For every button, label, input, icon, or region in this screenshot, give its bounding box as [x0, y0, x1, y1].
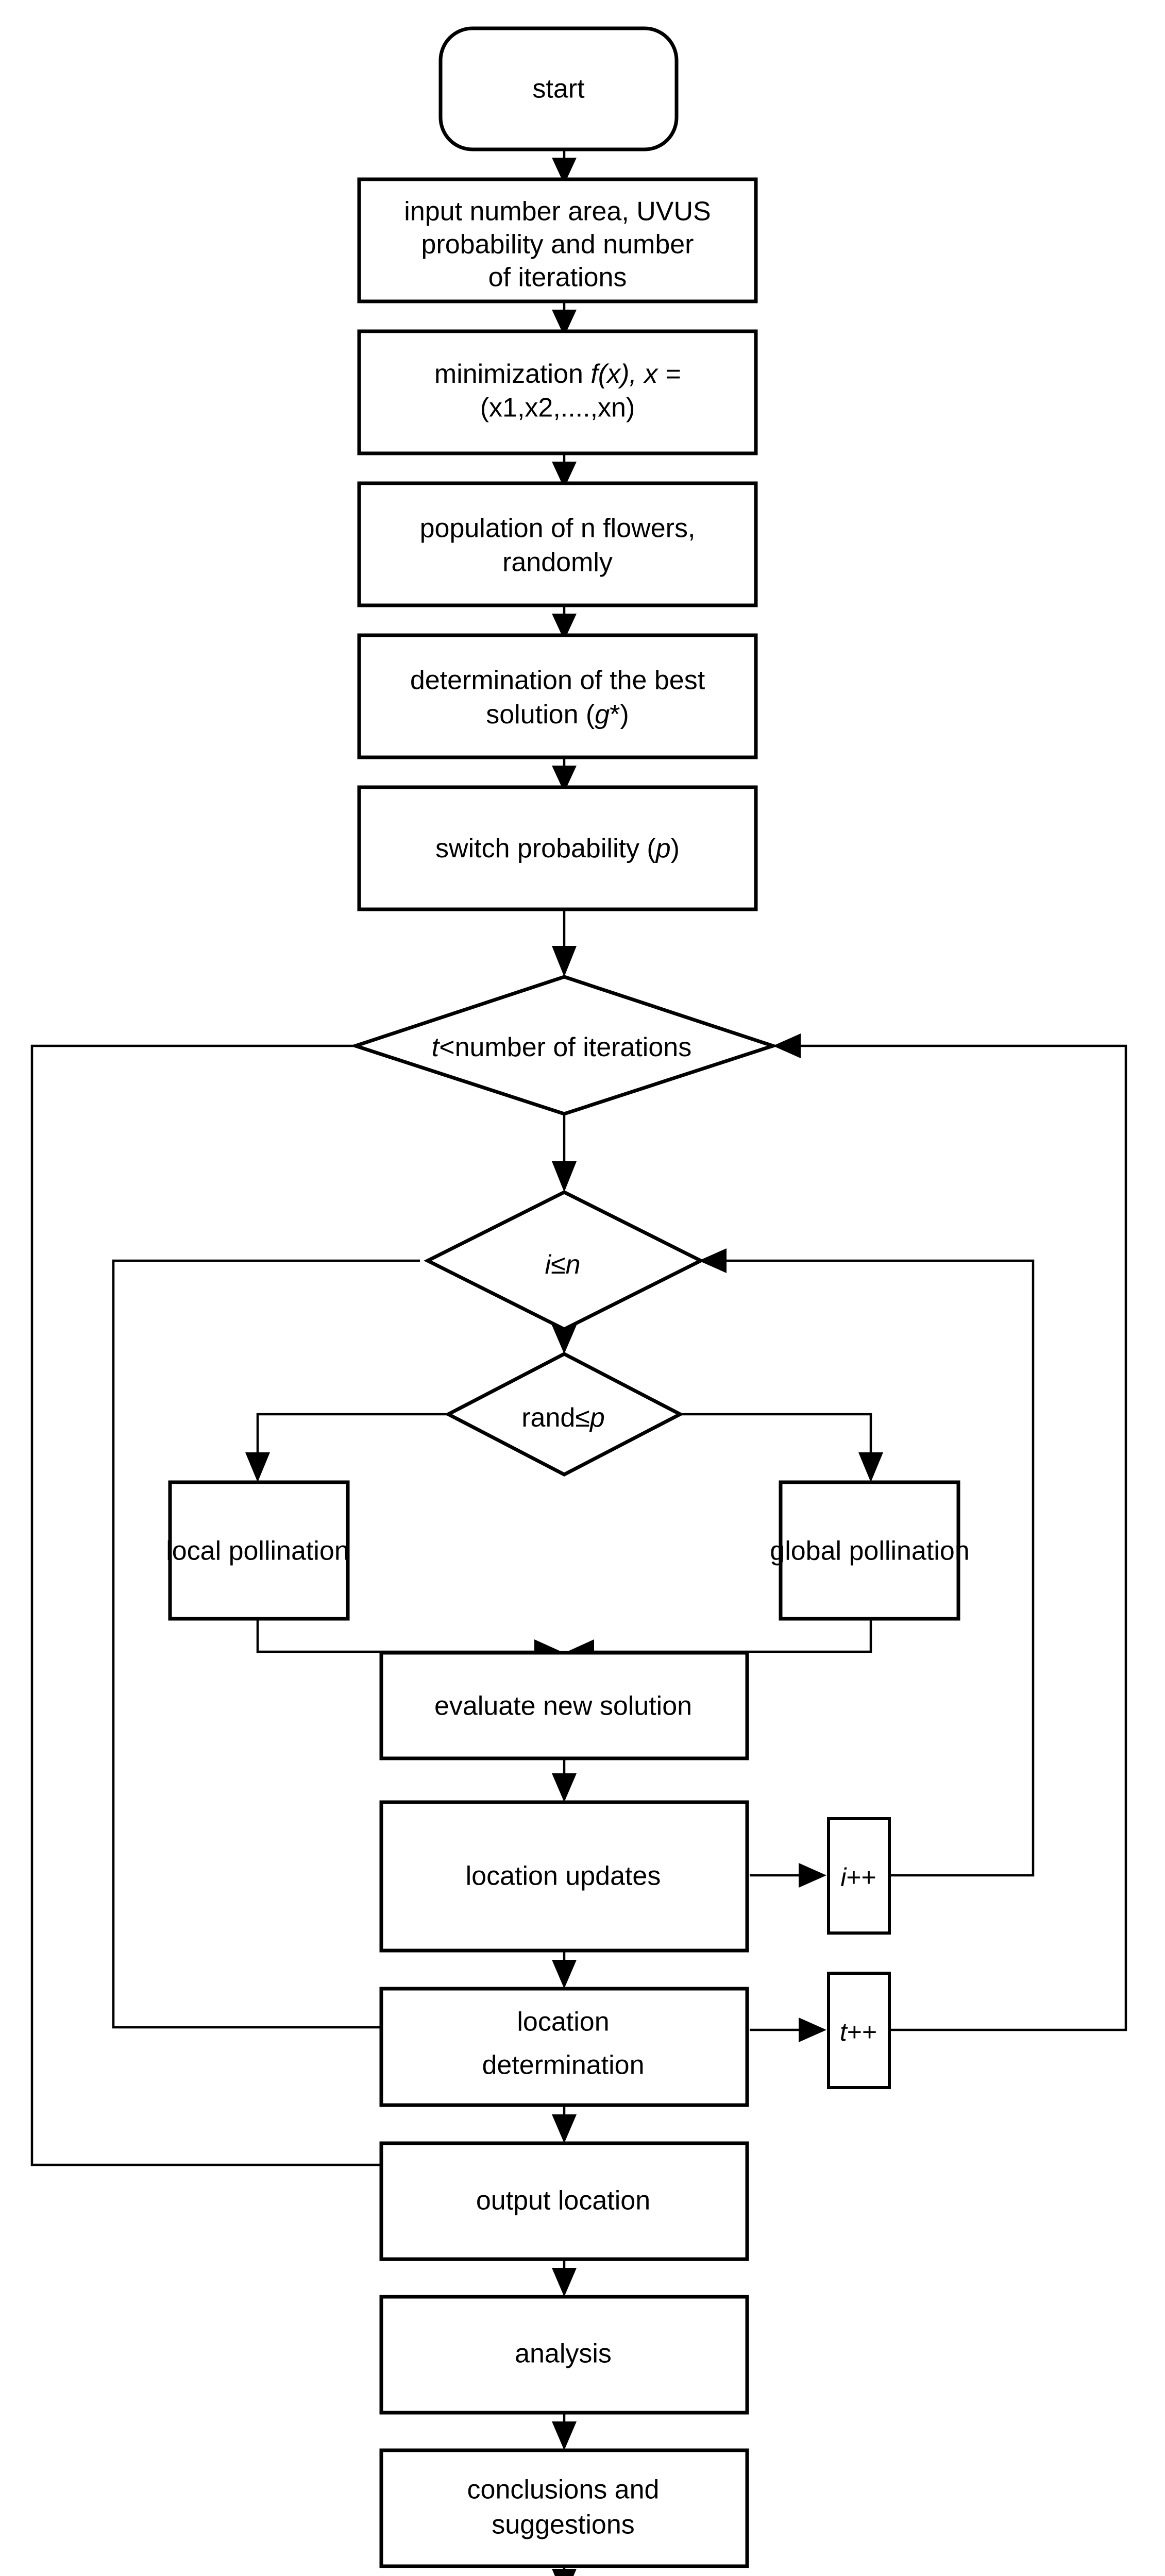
node-population-label-line1: population of n flowers,: [420, 514, 696, 544]
node-iteration-check[interactable]: t<number of iterations: [349, 975, 779, 1116]
rand-check-text-p: p: [589, 1403, 605, 1433]
node-location-determination-label-line2: determination: [482, 2050, 644, 2080]
best-solution-text-italic: g: [595, 700, 610, 730]
node-evaluate[interactable]: evaluate new solution: [379, 1651, 749, 1760]
node-local-pollination-label: local pollination: [166, 1536, 349, 1566]
node-minimization-label-line1: minimization f(x), x =: [434, 359, 681, 389]
edge-switch-probability-to-iteration-check: [552, 909, 577, 977]
rand-check-text-op: ≤: [575, 1403, 590, 1433]
node-input-label-line1: input number area, UVUS: [404, 197, 711, 227]
node-input[interactable]: input number area, UVUS probability and …: [357, 177, 758, 303]
node-rand-check-label: rand≤p: [521, 1403, 605, 1433]
edge-population-to-best-solution: [552, 605, 577, 640]
node-iteration-check-label: t<number of iterations: [432, 1032, 691, 1062]
iteration-check-text-plain: <number of iterations: [439, 1032, 691, 1062]
t-increment-text-op: ++: [847, 2018, 877, 2046]
node-analysis-label: analysis: [515, 2339, 612, 2369]
node-input-label-line3: of iterations: [488, 263, 627, 293]
edge-evaluate-to-location-updates: [552, 1758, 577, 1802]
node-t-increment[interactable]: t++: [827, 1972, 891, 2089]
node-minimization-label-line2: (x1,x2,....,xn): [480, 393, 635, 423]
edge-location-updates-to-location-determination: [552, 1950, 577, 1989]
node-output-location-label: output location: [476, 2186, 650, 2216]
node-i-increment[interactable]: i++: [827, 1817, 891, 1935]
node-input-label-line2: probability and number: [421, 230, 694, 260]
node-population[interactable]: population of n flowers, randomly: [357, 481, 758, 607]
node-global-pollination-label: global pollination: [770, 1536, 969, 1566]
node-switch-probability[interactable]: switch probability (p): [357, 785, 758, 911]
i-increment-text-op: ++: [846, 1863, 876, 1892]
node-local-pollination[interactable]: local pollination: [166, 1480, 350, 1621]
node-best-solution-label-line1: determination of the best: [410, 666, 705, 696]
node-start[interactable]: start: [438, 26, 679, 151]
index-check-text-i: i: [545, 1250, 551, 1280]
edge-iteration-check-to-index-check: [552, 1113, 577, 1192]
index-check-text-op: ≤: [551, 1250, 566, 1280]
node-rand-check[interactable]: rand≤p: [444, 1352, 684, 1477]
node-index-check-label: i≤n: [545, 1250, 580, 1280]
edge-i-increment-to-index-check: [699, 1248, 1035, 1877]
node-location-determination[interactable]: location determination: [379, 1987, 749, 2107]
edge-index-check-to-rand-check: [552, 1325, 577, 1354]
edge-location-determination-to-output-location: [552, 2105, 577, 2143]
switch-probability-text-a: switch probability (: [435, 834, 656, 863]
edge-output-location-to-analysis: [552, 2258, 577, 2297]
node-location-updates-label: location updates: [466, 1861, 661, 1891]
node-conclusions[interactable]: conclusions and suggestions: [379, 2448, 749, 2568]
node-location-determination-label-line1: location: [517, 2007, 609, 2037]
switch-probability-text-italic: p: [655, 834, 671, 863]
minimization-text-italic: f(x), x =: [590, 359, 681, 389]
iteration-check-text-italic: t: [432, 1032, 441, 1062]
node-best-solution[interactable]: determination of the best solution (g*): [357, 633, 758, 759]
node-analysis[interactable]: analysis: [379, 2295, 749, 2415]
rand-check-text-rand: rand: [521, 1403, 575, 1433]
node-output-location[interactable]: output location: [379, 2141, 749, 2261]
best-solution-text-c: *): [610, 700, 629, 730]
best-solution-text-a: solution (: [486, 700, 595, 730]
edge-input-to-minimization: [552, 301, 577, 336]
minimization-text-plain: minimization: [434, 359, 590, 389]
edge-start-to-input: [552, 149, 577, 184]
edge-t-increment-to-iteration-check: [773, 1033, 1127, 2031]
node-location-updates[interactable]: location updates: [379, 1800, 749, 1953]
node-start-label: start: [532, 74, 585, 104]
node-conclusions-label-line1: conclusions and: [467, 2475, 660, 2505]
edge-best-solution-to-switch-probability: [552, 757, 577, 792]
edge-location-updates-to-i-increment: [750, 1863, 826, 1888]
edge-rand-check-to-global-pollination: [672, 1413, 883, 1482]
node-index-check[interactable]: i≤n: [424, 1190, 705, 1331]
t-increment-text-var: t: [840, 2018, 848, 2046]
edge-location-determination-to-t-increment: [750, 2018, 826, 2042]
node-global-pollination[interactable]: global pollination: [770, 1480, 970, 1621]
index-check-text-n: n: [566, 1250, 581, 1280]
node-evaluate-label: evaluate new solution: [434, 1691, 692, 1721]
switch-probability-text-c: ): [671, 834, 680, 863]
node-switch-probability-label: switch probability (p): [435, 834, 680, 863]
i-increment-text-var: i: [840, 1863, 847, 1892]
node-i-increment-label: i++: [840, 1863, 876, 1892]
node-t-increment-label: t++: [840, 2018, 877, 2046]
node-best-solution-label-line2: solution (g*): [486, 700, 629, 730]
edge-rand-check-to-local-pollination: [245, 1413, 456, 1482]
edge-minimization-to-population: [552, 453, 577, 488]
node-minimization[interactable]: minimization f(x), x = (x1,x2,....,xn): [357, 329, 758, 455]
node-population-label-line2: randomly: [502, 548, 613, 578]
node-conclusions-label-line2: suggestions: [492, 2510, 635, 2540]
edge-analysis-to-conclusions: [552, 2412, 577, 2450]
